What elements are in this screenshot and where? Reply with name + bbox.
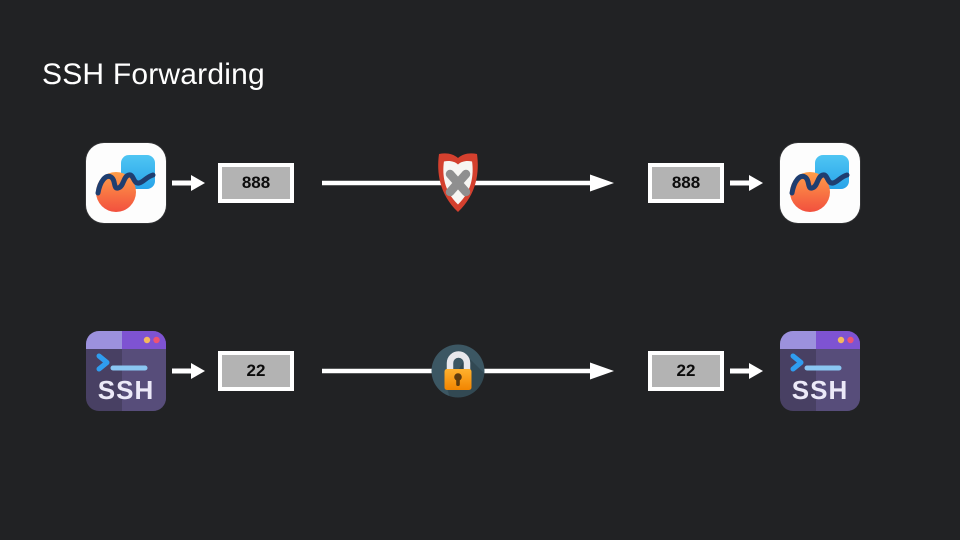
port-number: 888	[241, 173, 271, 192]
ssh-tunnel-row: SSH 22	[0, 331, 960, 411]
chart-app-icon-shell	[780, 143, 860, 223]
port-number: 22	[246, 361, 266, 380]
chart-app-icon	[86, 143, 166, 223]
port-box-destination: 888	[648, 163, 724, 203]
chart-app-icon-shell	[86, 143, 166, 223]
arrow-right-icon	[172, 175, 205, 191]
port-number: 888	[671, 173, 701, 192]
ssh-terminal-icon-graphic: SSH	[86, 331, 166, 411]
ssh-icon-label: SSH	[98, 375, 154, 405]
ssh-terminal-icon: SSH	[780, 331, 860, 411]
port-box-destination: 22	[648, 351, 724, 391]
shield-blocked-icon	[438, 153, 478, 212]
page-title: SSH Forwarding	[42, 58, 265, 91]
arrow-right-icon	[730, 363, 763, 379]
ssh-icon-label: SSH	[792, 375, 848, 405]
port-box-source: 888	[218, 163, 294, 203]
arrow-right-icon	[172, 363, 205, 379]
chart-app-icon-graphic	[789, 155, 850, 212]
chart-app-icon-graphic	[95, 155, 156, 212]
port-box-source: 22	[218, 351, 294, 391]
padlock-icon	[431, 344, 485, 398]
port-number: 22	[676, 361, 696, 380]
arrow-right-icon	[730, 175, 763, 191]
blocked-forwarding-row: 888 888	[0, 143, 960, 223]
ssh-terminal-icon: SSH	[86, 331, 166, 411]
chart-app-icon	[780, 143, 860, 223]
ssh-terminal-icon-graphic: SSH	[780, 331, 860, 411]
